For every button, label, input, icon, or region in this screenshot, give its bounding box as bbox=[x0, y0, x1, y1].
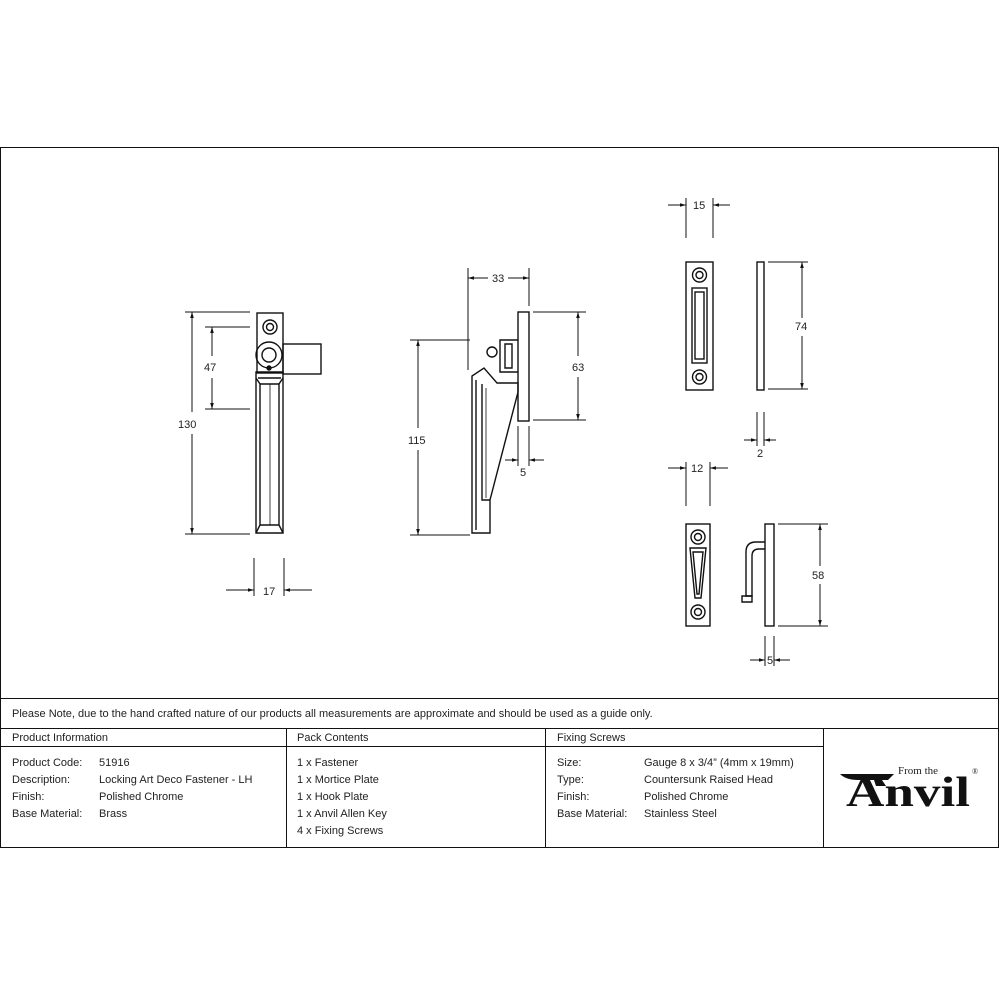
product-code-value: 51916 bbox=[99, 757, 130, 769]
fastener-side-dimensions bbox=[410, 268, 586, 536]
base-material-label: Base Material: bbox=[12, 808, 83, 820]
dim-side-depth: 33 bbox=[492, 273, 504, 285]
logo-registered-mark: ® bbox=[972, 767, 978, 776]
base-material-value: Brass bbox=[99, 808, 128, 820]
hook-plate-dimensions bbox=[668, 462, 828, 666]
dim-fastener-height: 130 bbox=[178, 419, 196, 431]
column-divider-2 bbox=[545, 728, 546, 848]
dim-side-plate-thickness: 5 bbox=[520, 467, 526, 479]
dim-hook-width: 12 bbox=[691, 463, 703, 475]
description-label: Description: bbox=[12, 774, 71, 786]
header-divider bbox=[0, 746, 824, 747]
pack-item: 1 x Mortice Plate bbox=[297, 774, 379, 786]
dim-side-plate: 63 bbox=[572, 362, 584, 374]
note-divider bbox=[0, 728, 999, 729]
dim-side-height: 115 bbox=[408, 435, 426, 447]
table-top-border bbox=[0, 698, 999, 699]
anvil-logo: From the Anvil ® bbox=[840, 765, 978, 814]
dim-hook-height: 58 bbox=[812, 570, 824, 582]
fastener-front-dimensions bbox=[185, 311, 312, 596]
logo-from-the: From the bbox=[898, 765, 938, 777]
fastener-side-view bbox=[471, 311, 530, 534]
pack-item: 1 x Anvil Allen Key bbox=[297, 808, 387, 820]
screw-finish-value: Polished Chrome bbox=[644, 791, 729, 803]
pack-contents-title: Pack Contents bbox=[297, 732, 369, 744]
hook-plate-view bbox=[685, 523, 775, 627]
screw-type-value: Countersunk Raised Head bbox=[644, 774, 774, 786]
anvil-icon bbox=[840, 774, 894, 786]
pack-item: 1 x Fastener bbox=[297, 757, 359, 769]
screw-type-label: Type: bbox=[557, 774, 584, 786]
product-code-label: Product Code: bbox=[12, 757, 83, 769]
disclaimer-note: Please Note, due to the hand crafted nat… bbox=[12, 708, 653, 720]
screw-material-value: Stainless Steel bbox=[644, 808, 717, 820]
pack-item: 1 x Hook Plate bbox=[297, 791, 369, 803]
drawing-sheet bbox=[0, 147, 999, 848]
screw-size-value: Gauge 8 x 3/4” (4mm x 19mm) bbox=[644, 757, 794, 769]
dim-fastener-width: 17 bbox=[263, 586, 275, 598]
fixing-screws-title: Fixing Screws bbox=[557, 732, 626, 744]
pack-item: 4 x Fixing Screws bbox=[297, 825, 384, 837]
description-value: Locking Art Deco Fastener - LH bbox=[99, 774, 253, 786]
screw-material-label: Base Material: bbox=[557, 808, 628, 820]
fastener-front-view bbox=[255, 312, 322, 534]
dim-mortice-height: 74 bbox=[795, 321, 807, 333]
column-divider-1 bbox=[286, 728, 287, 848]
mortice-plate-view bbox=[685, 261, 765, 391]
dim-mortice-thickness: 2 bbox=[757, 448, 763, 460]
column-divider-3 bbox=[823, 728, 824, 848]
screw-size-label: Size: bbox=[557, 757, 582, 769]
dim-fastener-upper: 47 bbox=[204, 362, 216, 374]
dim-mortice-width: 15 bbox=[693, 200, 705, 212]
screw-finish-label: Finish: bbox=[557, 791, 590, 803]
finish-label: Finish: bbox=[12, 791, 45, 803]
product-info-title: Product Information bbox=[12, 732, 108, 744]
logo-brand: Anvil bbox=[846, 770, 970, 814]
mortice-plate-dimensions bbox=[668, 198, 808, 446]
dim-hook-thickness: 5 bbox=[767, 655, 773, 667]
finish-value: Polished Chrome bbox=[99, 791, 184, 803]
